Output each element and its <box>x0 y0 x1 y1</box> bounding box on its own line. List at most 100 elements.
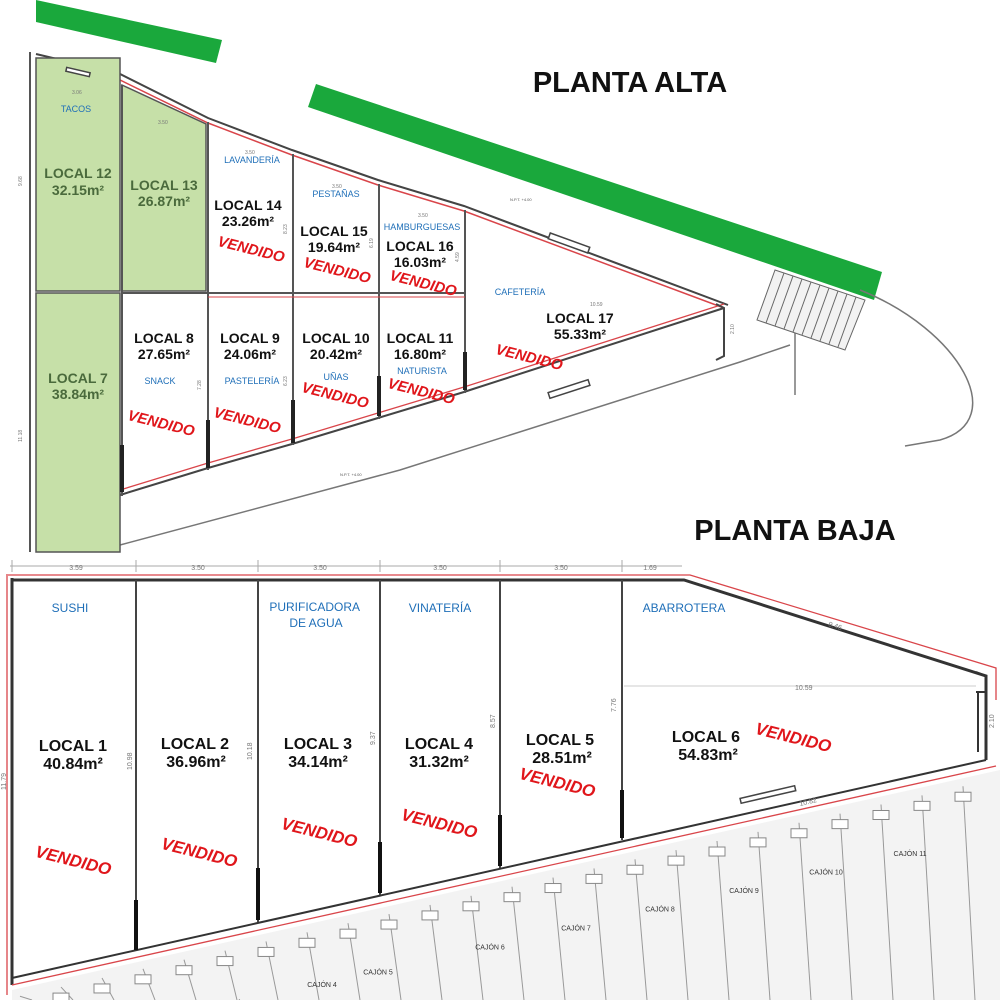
local-10[interactable]: LOCAL 10 20.42m² UÑAS VENDIDO <box>300 330 371 412</box>
wheel-stop <box>913 800 931 811</box>
local-1[interactable]: SUSHI LOCAL 1 40.84m² VENDIDO <box>33 601 113 879</box>
local-area: 19.64m² <box>308 239 360 255</box>
local-name: LOCAL 10 <box>302 330 370 346</box>
local-name: LOCAL 13 <box>130 177 198 193</box>
sold-stamp: VENDIDO <box>386 375 457 408</box>
local-name: LOCAL 15 <box>300 223 368 239</box>
local-area: 16.80m² <box>394 346 446 362</box>
dim-label: 8.23 <box>283 224 289 234</box>
upper-floor-title: PLANTA ALTA <box>533 67 727 99</box>
parking-spot-label: CAJÓN 4 <box>307 980 337 989</box>
wheel-stop <box>503 892 521 903</box>
level-marker: N.P.T. +4.00 <box>340 472 362 477</box>
parking-stripe <box>593 868 607 1001</box>
dim-label: 3.50 <box>158 120 168 126</box>
local-area: 23.26m² <box>222 213 274 229</box>
local-name: LOCAL 1 <box>39 738 107 755</box>
sold-stamp: VENDIDO <box>753 719 833 756</box>
wheel-stop <box>298 937 316 948</box>
dim-label: 6.23 <box>283 376 289 386</box>
local-area: 38.84m² <box>52 386 104 402</box>
local-use: HAMBURGUESAS <box>384 222 461 232</box>
local-5[interactable]: LOCAL 5 28.51m² VENDIDO <box>517 732 597 801</box>
local-11[interactable]: LOCAL 11 16.80m² NATURISTA VENDIDO <box>386 330 457 408</box>
local-3[interactable]: PURIFICADORA DE AGUA LOCAL 3 34.14m² VEN… <box>269 600 362 851</box>
parking-stripe <box>552 877 566 1001</box>
parking-stripe <box>634 859 648 1001</box>
upper-floor: N.P.T. +4.00 N.P.T. +4.00 3.06 3.50 3.50… <box>18 0 974 553</box>
local-use-line: DE AGUA <box>289 616 342 630</box>
local-9[interactable]: LOCAL 9 24.06m² PASTELERÍA VENDIDO <box>212 330 283 437</box>
parking-stripe <box>470 895 484 1001</box>
dim-label: 3.50 <box>245 150 255 156</box>
local-area: 28.51m² <box>532 750 592 767</box>
local-use: VINATERÍA <box>409 600 471 615</box>
lower-floor: PLANTA BAJA 3.59 3.50 3.50 3.50 3.50 1.6… <box>1 515 1000 1005</box>
local-area: 36.96m² <box>166 754 226 771</box>
parking-stripe <box>142 968 156 1001</box>
parking-spot-label: CAJÓN 7 <box>561 923 591 932</box>
lower-front-wall <box>11 759 987 979</box>
sold-stamp: VENDIDO <box>33 842 113 879</box>
parking-pavement <box>12 770 1000 1000</box>
lower-floor-title: PLANTA BAJA <box>694 515 895 547</box>
local-use: SNACK <box>144 376 175 386</box>
dim-label: 4.59 <box>455 252 461 262</box>
local-use: LAVANDERÍA <box>224 155 280 165</box>
local-name: LOCAL 6 <box>672 729 740 746</box>
dim-label: 2.10 <box>730 324 736 334</box>
local-13[interactable]: LOCAL 13 26.87m² <box>130 177 198 209</box>
sold-stamp: VENDIDO <box>388 267 459 300</box>
local-16[interactable]: HAMBURGUESAS LOCAL 16 16.03m² VENDIDO <box>384 222 461 300</box>
dim-label: 7.76 <box>611 698 618 712</box>
wheel-stop <box>544 883 562 894</box>
local-area: 34.14m² <box>288 754 348 771</box>
local-17[interactable]: CAFETERÍA LOCAL 17 55.33m² VENDIDO <box>494 287 614 374</box>
dim-label: 9.68 <box>18 176 24 186</box>
parking-stripe <box>921 795 935 1001</box>
parking-stripe <box>962 786 976 1001</box>
dim-label: 3.59 <box>69 565 83 572</box>
parking-stripe <box>880 804 894 1001</box>
top-dim-ticks <box>11 560 623 572</box>
dim-label: 10.59 <box>590 302 603 308</box>
sold-stamp: VENDIDO <box>216 233 287 266</box>
local-7[interactable]: LOCAL 7 38.84m² <box>48 370 108 402</box>
sold-stamp: VENDIDO <box>494 341 565 374</box>
local-12[interactable]: TACOS LOCAL 12 32.15m² <box>44 104 112 198</box>
local-2[interactable]: LOCAL 2 36.96m² VENDIDO <box>159 736 239 871</box>
parking-spot-label: CAJÓN 9 <box>729 886 759 895</box>
lower-top-dimensions: 3.59 3.50 3.50 3.50 3.50 1.69 <box>69 565 657 572</box>
local-area: 20.42m² <box>310 346 362 362</box>
local-4[interactable]: VINATERÍA LOCAL 4 31.32m² VENDIDO <box>399 600 479 842</box>
local-area: 26.87m² <box>138 193 190 209</box>
upper-bottom-red <box>119 303 725 491</box>
local-15[interactable]: PESTAÑAS LOCAL 15 19.64m² VENDIDO <box>300 189 372 287</box>
local-14[interactable]: LAVANDERÍA LOCAL 14 23.26m² VENDIDO <box>214 155 286 266</box>
local-name: LOCAL 14 <box>214 197 282 213</box>
dim-label: 3.50 <box>332 184 342 190</box>
lower-side-dimensions: 11.79 10.98 10.18 9.37 8.57 7.76 2.10 9.… <box>1 621 996 808</box>
local-7-area[interactable] <box>35 292 121 553</box>
local-6[interactable]: ABARROTERA LOCAL 6 54.83m² VENDIDO <box>643 601 834 764</box>
dim-label: 3.06 <box>72 90 82 96</box>
local-use: PASTELERÍA <box>225 376 280 386</box>
parking-stripe <box>429 904 443 1001</box>
dim-label: 9.46 <box>827 621 842 632</box>
parking-stripe <box>19 995 33 1001</box>
local-12-area[interactable] <box>35 57 121 292</box>
sold-stamp: VENDIDO <box>302 254 373 287</box>
local-area: 54.83m² <box>678 747 738 764</box>
dim-label: 9.37 <box>370 731 377 745</box>
wheel-stop <box>462 901 480 912</box>
walkway-curve <box>859 289 974 447</box>
level-marker: N.P.T. +4.00 <box>510 197 532 202</box>
local-use: CAFETERÍA <box>495 287 546 297</box>
parking-stripe <box>798 822 812 1001</box>
stairs <box>756 269 866 351</box>
parking-spot-label: CAJÓN 11 <box>894 849 927 858</box>
green-band-left <box>36 0 222 63</box>
local-8[interactable]: LOCAL 8 27.65m² SNACK VENDIDO <box>126 330 197 440</box>
